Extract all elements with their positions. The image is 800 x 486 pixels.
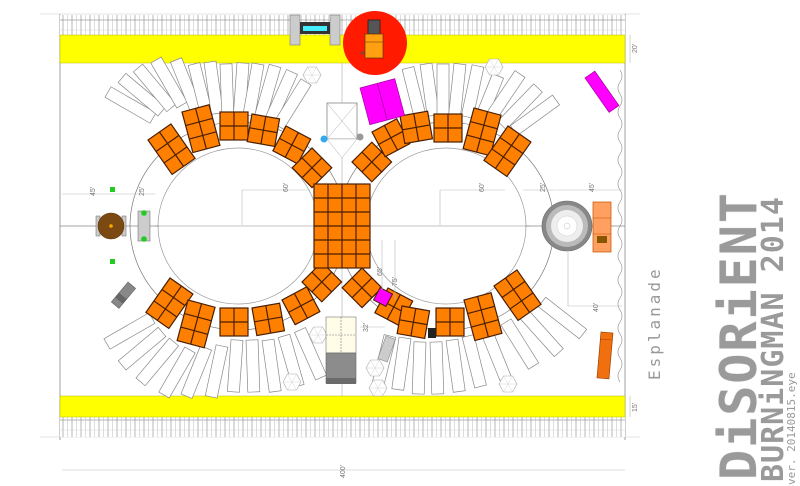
gray-vehicle-left <box>110 281 137 309</box>
esplanade-label: Esplanade <box>645 266 664 380</box>
dim-right-ring: 60' <box>479 183 486 192</box>
dim-right-inner: 25' <box>540 183 547 192</box>
road-top <box>59 34 626 64</box>
dim-top-road: 20' <box>632 44 639 53</box>
dim-bottom-road: 15' <box>632 403 639 412</box>
entry-dome <box>95 212 127 240</box>
main-stage <box>313 183 371 269</box>
fence-bottom <box>60 417 625 437</box>
magenta-tile <box>372 286 394 308</box>
gray-marker <box>356 133 364 141</box>
wavy-edge <box>617 69 623 383</box>
svg-text:#: # <box>360 50 365 57</box>
gray-vehicle-bottom <box>377 335 396 363</box>
magenta-vehicle-right <box>584 70 620 113</box>
dim-bottom-gap: 32' <box>363 323 370 332</box>
dim-center-a: 65' <box>377 267 384 276</box>
black-marker <box>428 328 436 338</box>
title-block: DiSORiENT BURNiNGMAN 2014 ver. 20140815.… <box>700 130 800 486</box>
green-marker-top <box>110 187 115 192</box>
dim-left-ring: 60' <box>283 183 290 192</box>
bottom-shade <box>325 316 357 384</box>
entry-gate <box>137 210 151 242</box>
dim-left-inner: 25' <box>139 187 146 196</box>
sound-dome <box>541 200 593 252</box>
fire-art: # <box>343 11 407 75</box>
magenta-vehicle-center <box>359 78 406 126</box>
blue-marker <box>320 135 328 143</box>
top-gate <box>289 14 341 46</box>
green-marker-bottom <box>110 259 115 264</box>
shade-structure <box>326 102 358 159</box>
road-bottom <box>59 395 626 418</box>
dim-left-outer: 45' <box>90 187 97 196</box>
dim-right-outer: 45' <box>589 183 596 192</box>
dim-total-width: 400' <box>340 465 347 478</box>
dimension-lines <box>62 35 631 471</box>
title-version: ver. 20140815.eye <box>785 372 798 485</box>
orange-trailer <box>596 331 614 380</box>
dim-right-low: 40' <box>593 303 600 312</box>
fence-top <box>60 15 625 35</box>
dim-center-b: 75' <box>392 277 399 286</box>
orange-truck-right <box>592 201 612 253</box>
